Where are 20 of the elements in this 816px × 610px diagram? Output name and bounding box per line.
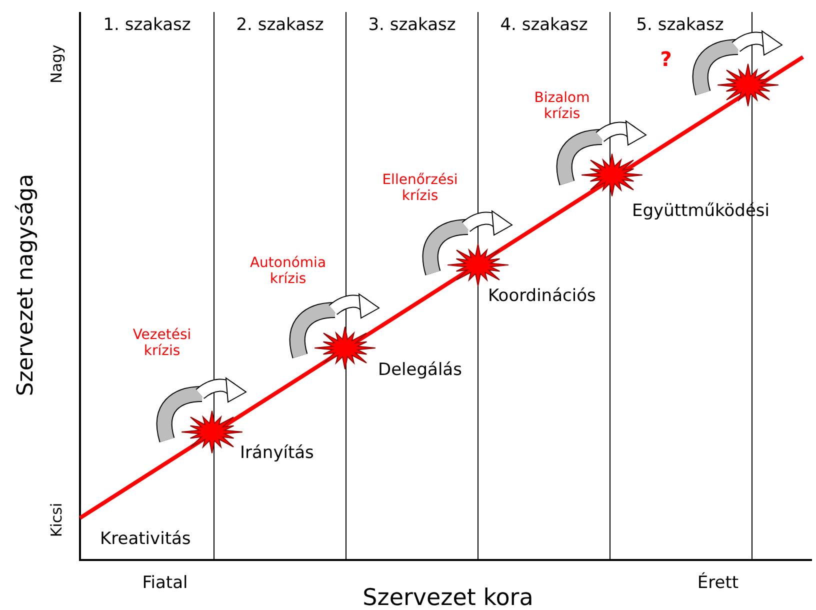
axis-tick-label: Nagy <box>48 44 66 84</box>
stage-heading: 2. szakasz <box>236 16 324 36</box>
axis-tick-label: Érett <box>697 574 739 594</box>
axis-title: Szervezet kora <box>362 585 534 610</box>
crisis-label: Ellenőrzési krízis <box>381 172 459 204</box>
crisis-label: Autonómia krízis <box>248 255 328 288</box>
crisis-label: Vezetési krízis <box>132 327 192 360</box>
stage-heading: 1. szakasz <box>103 16 191 36</box>
phase-label: Irányítás <box>240 444 314 464</box>
crisis-label: Bizalom krízis <box>533 90 591 122</box>
phase-label: Koordinációs <box>488 287 596 307</box>
phase-label: Kreativitás <box>100 530 191 550</box>
axis-tick-label: Kicsi <box>48 502 66 538</box>
axis-title: Szervezet nagysága <box>13 174 39 396</box>
stage-heading: 5. szakasz <box>636 16 724 36</box>
stage-heading: 3. szakasz <box>368 16 456 36</box>
axis-tick-label: Fiatal <box>142 574 188 594</box>
stage-heading: 4. szakasz <box>500 16 588 36</box>
question-mark: ? <box>660 48 672 71</box>
phase-label: Delegálás <box>378 361 462 381</box>
